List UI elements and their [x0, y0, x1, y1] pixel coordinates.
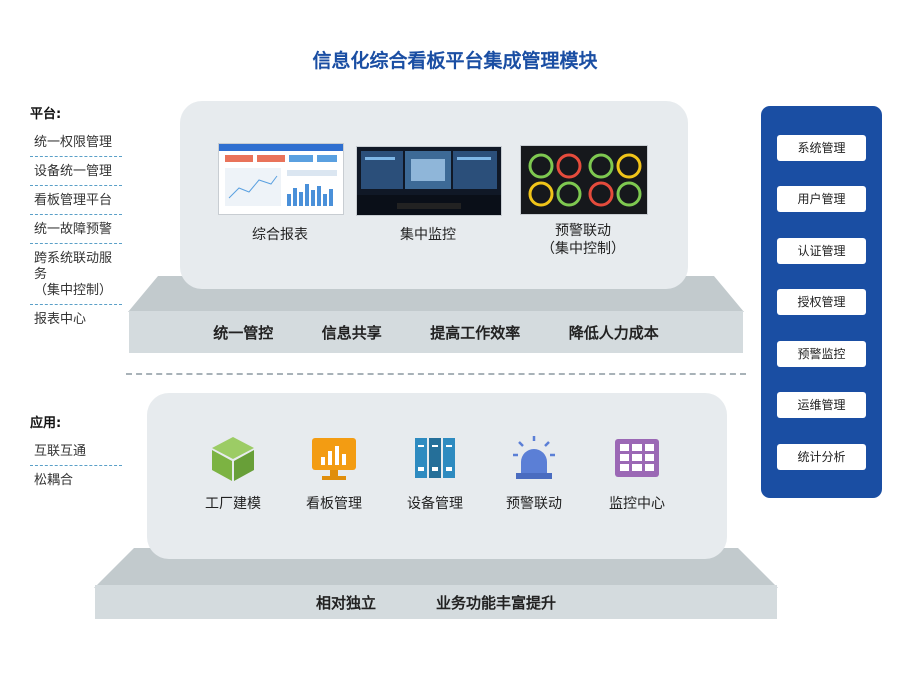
platform-item: 设备统一管理 — [30, 157, 122, 186]
alarm-gauges-image — [520, 145, 648, 215]
benefit-label: 降低人力成本 — [568, 323, 659, 342]
screen-caption: 预警联动 （集中控制） — [520, 222, 646, 258]
application-list: 应用: 互联互通 松耦合 — [30, 412, 122, 494]
binder-icon — [412, 435, 458, 481]
screen-caption: 综合报表 — [252, 227, 308, 243]
management-item-authorization[interactable]: 授权管理 — [777, 289, 866, 315]
app-label: 监控中心 — [609, 496, 665, 512]
platform-item: 统一故障预警 — [30, 215, 122, 244]
platform-heading: 平台: — [30, 107, 62, 122]
page-title: 信息化综合看板平台集成管理模块 — [312, 50, 598, 72]
app-monitoring-center: 监控中心 — [592, 435, 682, 513]
benefit-label: 业务功能丰富提升 — [436, 593, 557, 612]
cube-icon — [210, 435, 256, 481]
benefit-label: 提高工作效率 — [430, 323, 521, 342]
monitor-wall-image — [356, 146, 502, 216]
benefit-label: 信息共享 — [321, 323, 382, 342]
platform-benefits-band: 统一管控 信息共享 提高工作效率 降低人力成本 — [129, 311, 743, 353]
management-item-authentication[interactable]: 认证管理 — [777, 238, 866, 264]
benefit-label: 统一管控 — [213, 323, 274, 342]
section-divider — [126, 373, 746, 375]
benefit-label: 相对独立 — [315, 593, 376, 612]
app-device-management: 设备管理 — [390, 435, 480, 513]
management-item-system[interactable]: 系统管理 — [777, 135, 866, 161]
app-label: 工厂建模 — [205, 496, 261, 512]
app-label: 看板管理 — [306, 496, 362, 512]
app-board-management: 看板管理 — [289, 435, 379, 513]
platform-item-line: （集中控制） — [34, 283, 113, 298]
app-alarm-linkage: 预警联动 — [489, 435, 579, 513]
management-item-user[interactable]: 用户管理 — [777, 186, 866, 212]
report-screen-image — [218, 143, 344, 215]
application-benefits-band: 相对独立 业务功能丰富提升 — [95, 585, 777, 619]
app-label: 设备管理 — [407, 496, 463, 512]
screen-caption-line: 预警联动 — [555, 223, 611, 239]
app-label: 预警联动 — [506, 496, 562, 512]
screen-caption: 集中监控 — [400, 227, 456, 243]
platform-list: 平台: 统一权限管理 设备统一管理 看板管理平台 统一故障预警 跨系统联动服务 … — [30, 103, 122, 333]
platform-item: 跨系统联动服务 （集中控制） — [30, 244, 122, 305]
grid-icon — [614, 435, 660, 481]
application-item: 松耦合 — [34, 473, 74, 488]
dashboard-chart-icon — [311, 435, 357, 481]
app-factory-modeling: 工厂建模 — [188, 435, 278, 513]
application-heading: 应用: — [30, 416, 62, 431]
application-item: 互联互通 — [30, 437, 122, 466]
platform-item: 报表中心 — [34, 312, 87, 327]
management-item-statistics[interactable]: 统计分析 — [777, 444, 866, 470]
management-panel: 系统管理 用户管理 认证管理 授权管理 预警监控 运维管理 统计分析 — [761, 106, 882, 498]
screen-caption-line: （集中控制） — [541, 241, 625, 257]
platform-item: 统一权限管理 — [30, 128, 122, 157]
alarm-light-icon — [511, 435, 557, 481]
management-item-operations[interactable]: 运维管理 — [777, 392, 866, 418]
platform-item-line: 跨系统联动服务 — [34, 251, 113, 282]
management-item-alarm-monitoring[interactable]: 预警监控 — [777, 341, 866, 367]
platform-item: 看板管理平台 — [30, 186, 122, 215]
